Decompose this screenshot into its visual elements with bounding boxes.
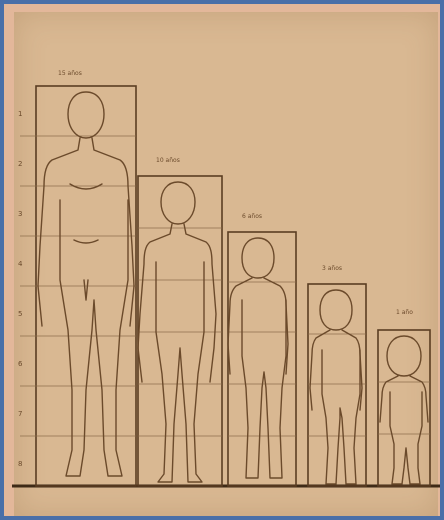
adult-figure: 15 años [20, 70, 136, 486]
teen-figure: 10 años [138, 157, 222, 486]
child6-figure: 6 años [228, 213, 296, 486]
scale-number: 6 [18, 360, 23, 368]
scale-numbers: 1 2 3 4 5 6 7 8 [18, 110, 23, 468]
scale-number: 8 [18, 460, 22, 468]
scale-number: 2 [18, 160, 22, 168]
toddler-label: 1 año [396, 309, 413, 316]
scale-number: 5 [18, 310, 22, 318]
child3-label: 3 años [322, 265, 342, 272]
scale-number: 7 [18, 410, 22, 418]
toddler-figure: 1 año [378, 309, 430, 486]
scale-number: 3 [18, 210, 22, 218]
child3-figure: 3 años [308, 265, 366, 486]
child6-label: 6 años [242, 213, 262, 220]
adult-label: 15 años [58, 70, 82, 77]
scale-number: 4 [18, 260, 23, 268]
scale-number: 1 [18, 110, 22, 118]
teen-label: 10 años [156, 157, 180, 164]
child3-grid [308, 334, 366, 436]
teen-grid [138, 228, 222, 436]
